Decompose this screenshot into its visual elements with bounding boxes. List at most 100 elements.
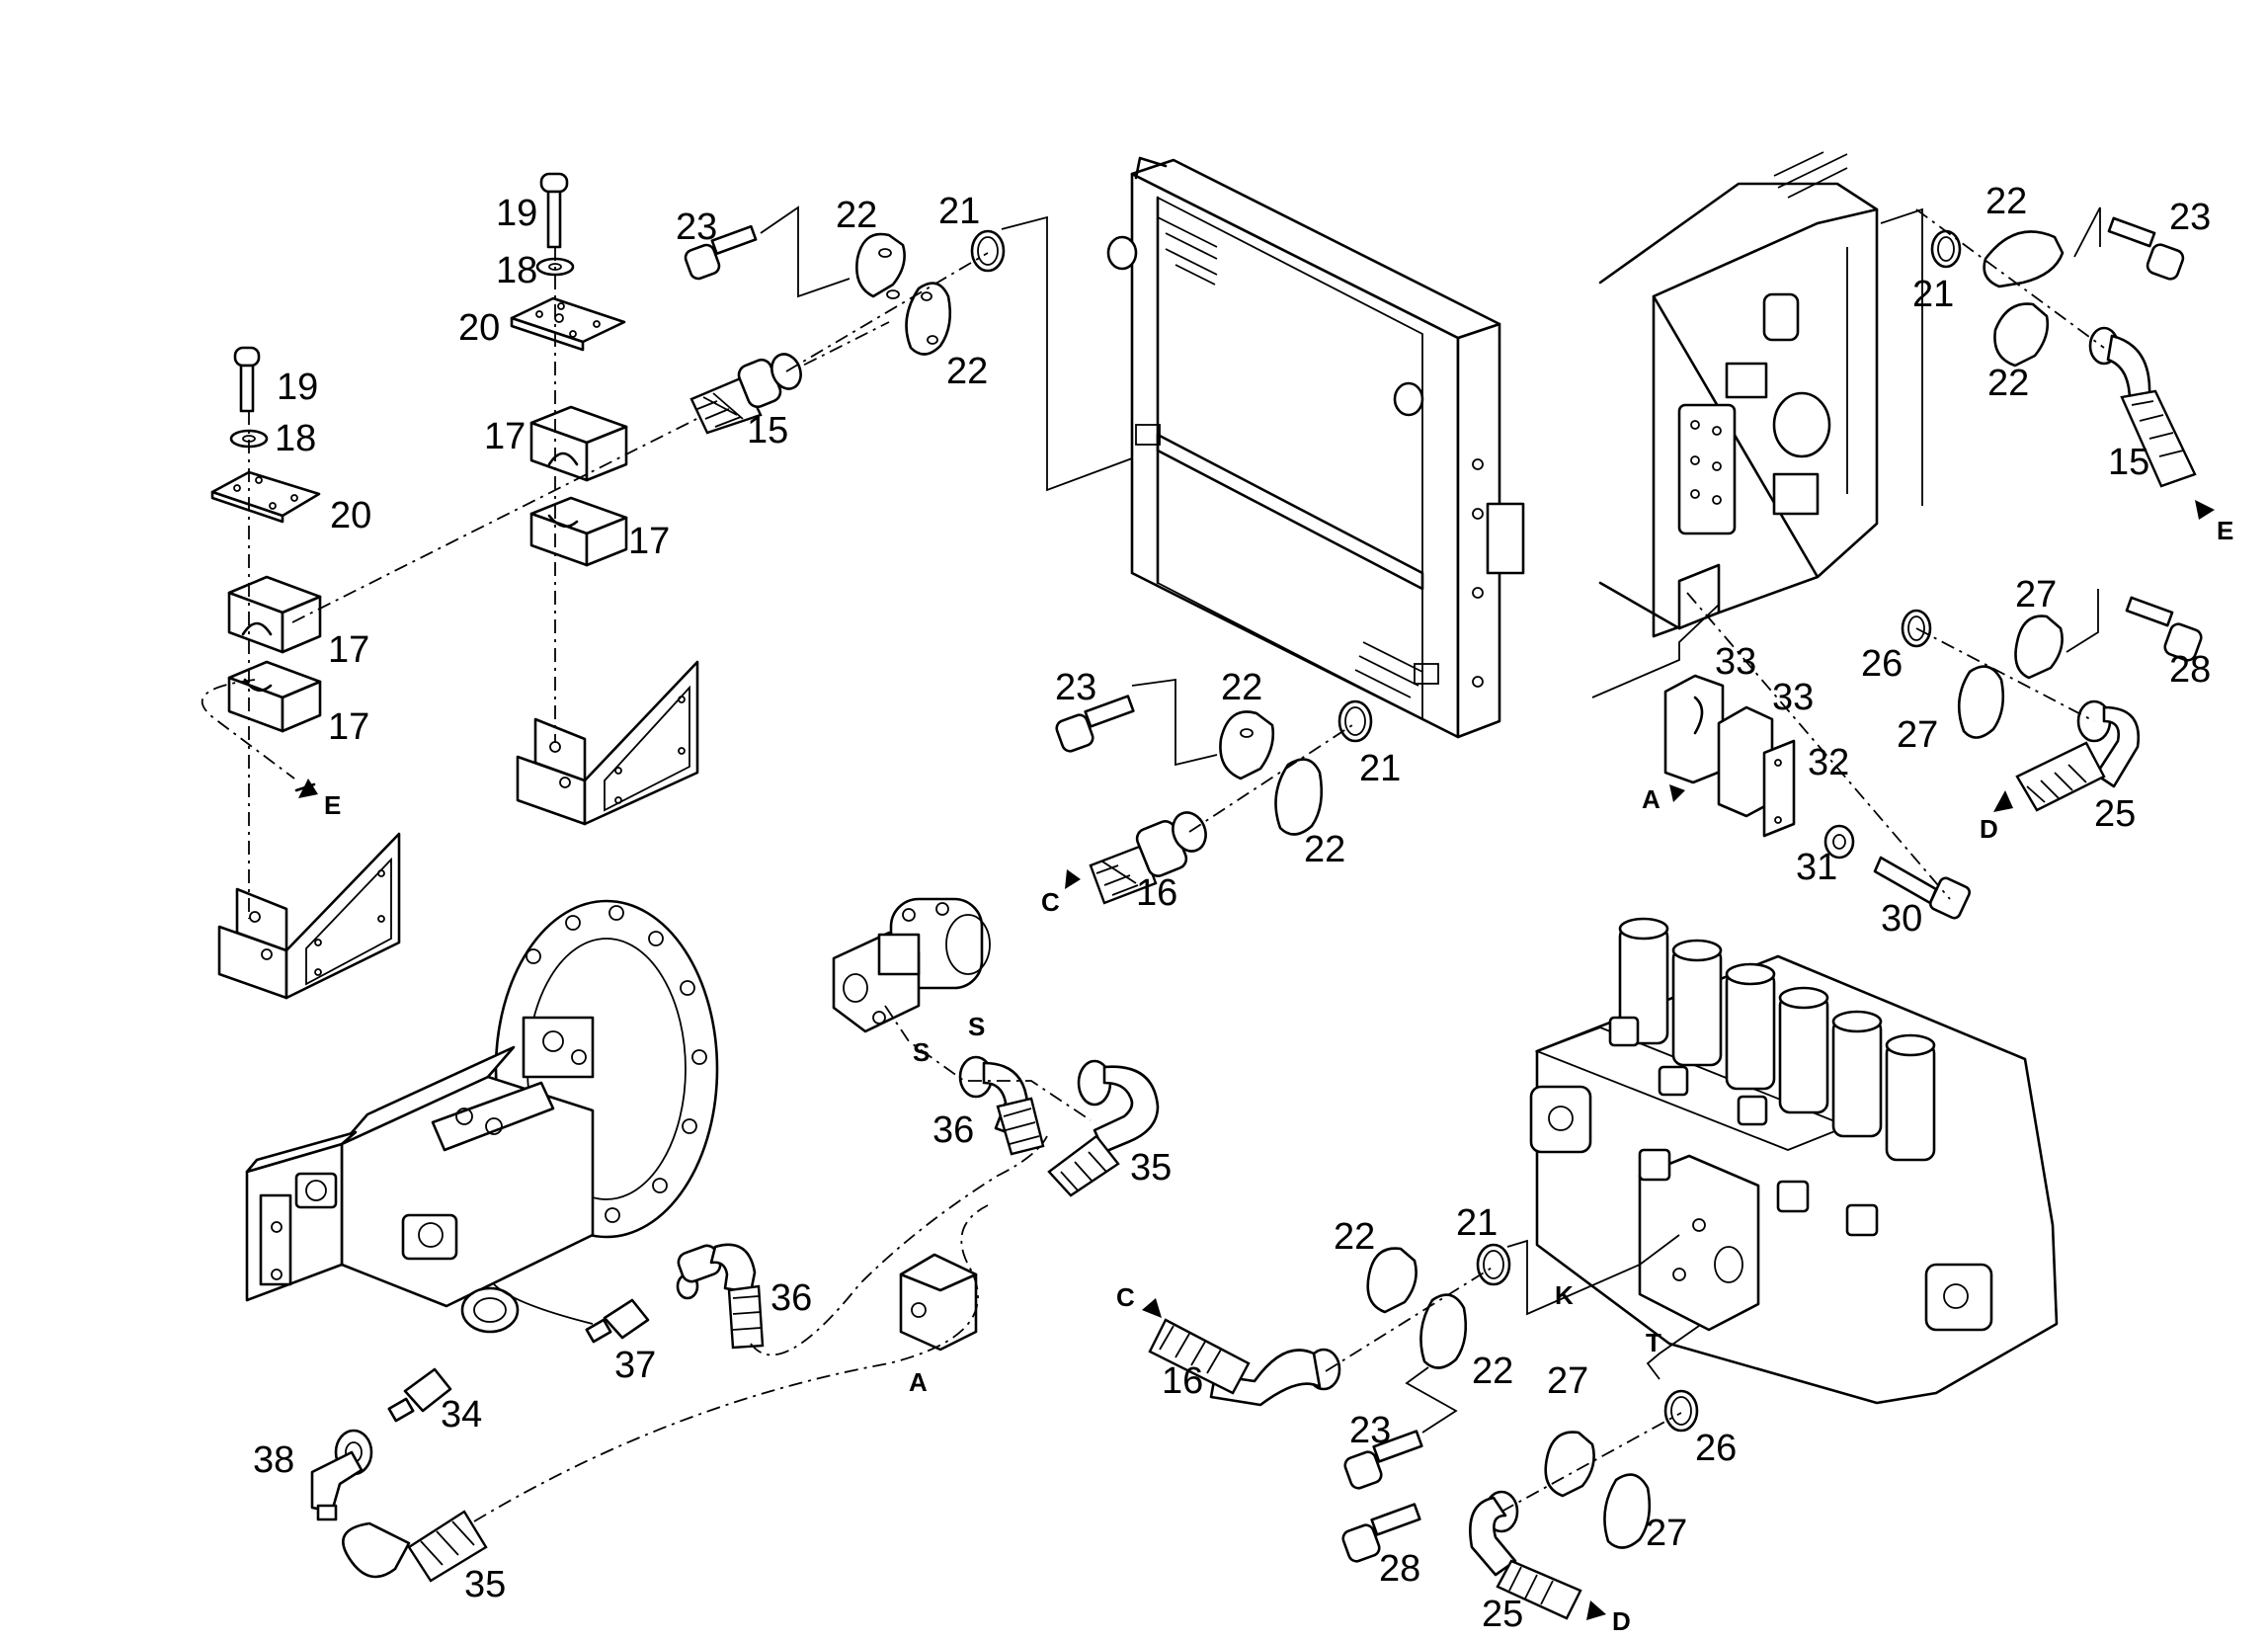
hose-35-upper [1047, 1059, 1160, 1197]
axis-line-center-flange [1188, 722, 1356, 833]
label-22-lower-b: 22 [1472, 1351, 1513, 1392]
letter-D-right: D [1980, 814, 1998, 844]
clamp-17-upper-middle [529, 405, 628, 482]
arrow-E-right [2195, 500, 2215, 520]
label-21-right: 21 [1912, 274, 1954, 315]
leader-23-right [2073, 206, 2101, 258]
label-26-lower: 26 [1695, 1428, 1737, 1469]
axis-line-upper-flange [785, 252, 989, 372]
oring-21-lower [1476, 1243, 1511, 1286]
hydraulic-pump [245, 899, 719, 1334]
label-16-lower: 16 [1162, 1360, 1203, 1402]
letter-D-lower: D [1612, 1606, 1631, 1636]
leader-T [1646, 1325, 1700, 1380]
flange-group-25-right [1901, 589, 2203, 812]
label-28-right: 28 [2169, 649, 2211, 691]
letter-T: T [1646, 1328, 1661, 1357]
half-clamp-27-lower-bottom [1603, 1473, 1652, 1549]
label-22-center-b: 22 [1304, 829, 1345, 870]
label-23-upper-left: 23 [676, 206, 717, 248]
label-25-lower: 25 [1482, 1594, 1523, 1635]
oring-26-lower [1663, 1389, 1699, 1433]
label-15-upper: 15 [747, 410, 788, 451]
oring-21-right [1930, 229, 1962, 269]
axis-line-right-flange [1915, 208, 2105, 349]
label-33-b: 33 [1772, 677, 1814, 718]
arrow-A-tank [1669, 784, 1685, 802]
label-17-left-b: 17 [328, 706, 369, 748]
label-27-right-b: 27 [1897, 714, 1938, 756]
half-clamp-22-lower-top [1366, 1247, 1418, 1314]
letter-A-tank: A [1642, 784, 1660, 814]
label-33-a: 33 [1715, 641, 1756, 683]
label-23-right: 23 [2169, 197, 2211, 238]
hose-36-lower [677, 1243, 765, 1350]
half-clamp-27-right-bottom [1957, 665, 2005, 739]
bracket-left [217, 832, 401, 1000]
oring-21-center [1337, 699, 1373, 743]
label-27-right-a: 27 [2015, 574, 2057, 615]
label-35-upper: 35 [1130, 1147, 1172, 1189]
label-22-upper-a: 22 [836, 195, 877, 236]
leader-S-lines [884, 1005, 1092, 1121]
pipe-16-center [1089, 811, 1207, 905]
fitting-37 [585, 1272, 699, 1344]
oring-21-upper [970, 229, 1006, 273]
flange-group-16-lower [1142, 1234, 1680, 1490]
label-23-lower: 23 [1349, 1410, 1391, 1451]
clamp-33-outer [1663, 674, 1725, 784]
label-21-center: 21 [1359, 748, 1401, 789]
hose-run-36 [750, 1135, 1048, 1356]
label-27-lower-b: 27 [1646, 1513, 1687, 1554]
leader-A-tank [1591, 604, 1720, 698]
label-17-middle-b: 17 [628, 521, 670, 562]
bolt-23-center [1055, 695, 1135, 753]
label-25-right: 25 [2094, 793, 2136, 835]
label-22-right-b: 22 [1987, 363, 2029, 404]
label-36-lower: 36 [770, 1277, 812, 1319]
label-22-upper-b: 22 [946, 351, 988, 392]
leader-21-upper [1001, 215, 1133, 492]
label-22-lower-a: 22 [1334, 1216, 1375, 1258]
bolt-19-left [233, 346, 261, 413]
label-38: 38 [253, 1439, 294, 1481]
label-31: 31 [1796, 847, 1837, 888]
letter-S-left: S [913, 1037, 930, 1067]
connector-block-A [899, 1253, 978, 1352]
half-clamp-22-upper-bottom [905, 282, 952, 356]
tank-mount-clamp [1591, 592, 1972, 920]
arrow-D-right [1993, 790, 2013, 812]
leader-23-lower [1405, 1366, 1458, 1434]
half-clamp-22-center-bottom [1274, 758, 1324, 836]
flange-group-16-center [1055, 678, 1373, 905]
hose-35-lower [342, 1510, 488, 1583]
label-32: 32 [1808, 742, 1849, 783]
arrow-C-center [1065, 869, 1081, 889]
plate-20-left [210, 470, 321, 524]
part-number-labels: 19 18 20 17 17 19 18 20 17 17 23 22 22 2… [253, 181, 2211, 1635]
middle-clamp-assembly [291, 172, 890, 826]
leader-37 [493, 1283, 594, 1325]
pipe-15-right [2088, 326, 2197, 488]
pipe-25-lower [1469, 1490, 1582, 1620]
half-clamp-22-center-top [1219, 710, 1275, 780]
half-clamp-22-upper-top [855, 232, 906, 299]
flange-group-15-right [1880, 206, 2215, 520]
label-16-center: 16 [1136, 872, 1177, 914]
label-20-left: 20 [330, 495, 371, 536]
axis-line-flange-25-right [1915, 627, 2095, 722]
hydraulic-tank-unit [1598, 151, 1879, 638]
left-clamp-assembly [201, 346, 401, 1000]
bolt-19-middle [539, 172, 569, 249]
leader-27-right [2066, 589, 2099, 653]
label-21-lower: 21 [1456, 1202, 1498, 1244]
connection-letter-labels: E E C C D D A A S S K T [324, 516, 2233, 1636]
letter-C-center: C [1041, 887, 1060, 917]
leader-21-right [1880, 207, 1923, 506]
letter-K: K [1555, 1280, 1574, 1310]
hydraulic-motor [832, 897, 991, 1033]
arrow-C-lower [1142, 1298, 1162, 1318]
pipe-15-upper [689, 353, 802, 435]
